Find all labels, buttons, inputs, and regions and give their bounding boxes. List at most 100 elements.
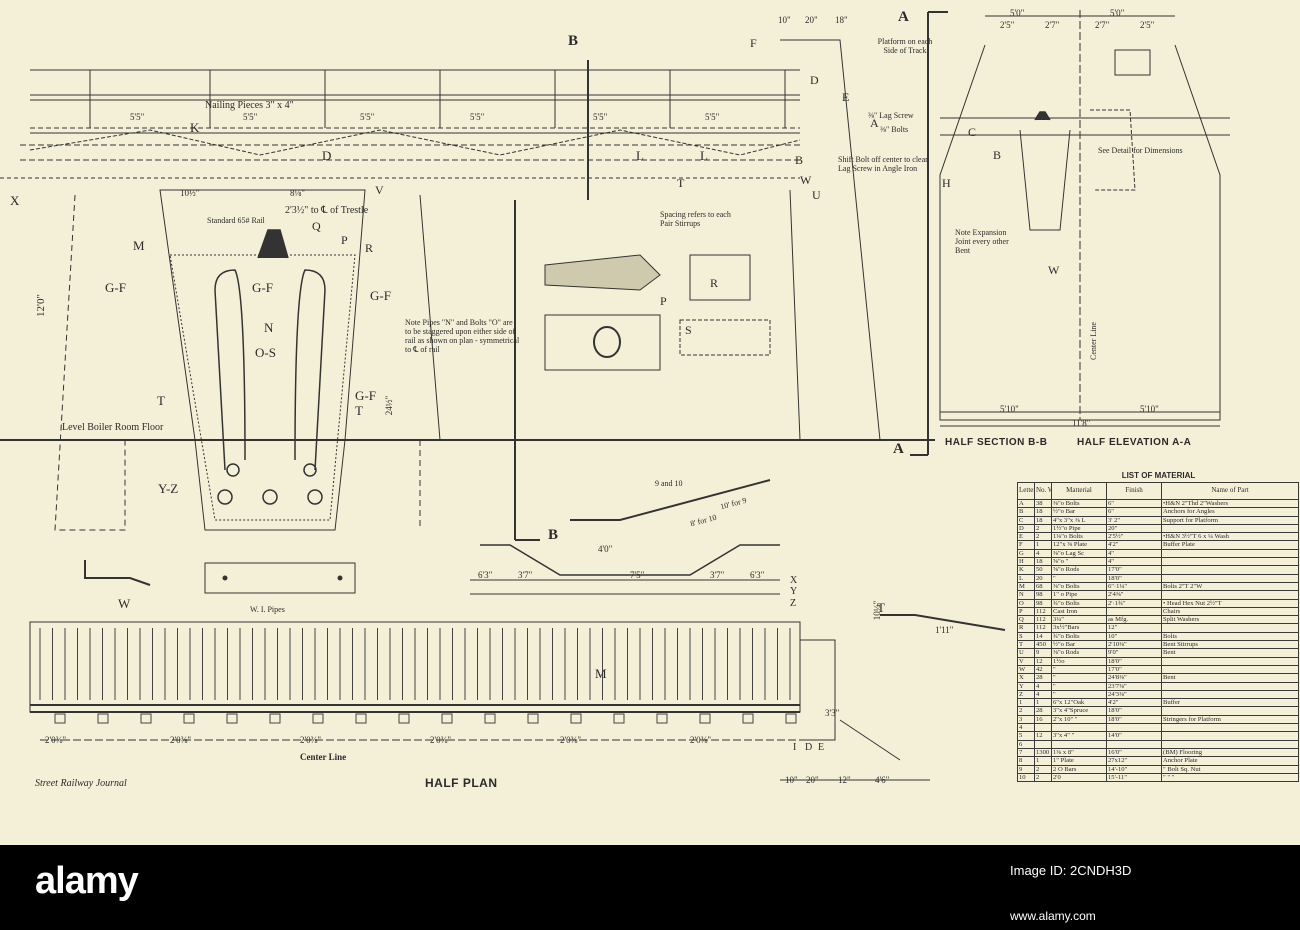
material-cell <box>1106 606 1162 617</box>
material-header-cell: No. Wanted <box>1034 482 1052 500</box>
material-cell <box>1106 722 1162 733</box>
dim-8-eighth: 8⅛" <box>290 188 305 198</box>
bracing <box>29 129 801 156</box>
material-cell: 8 <box>1017 756 1035 766</box>
material-cell: 18'0" <box>1106 714 1162 725</box>
material-cell: 6" <box>1106 498 1162 509</box>
material-cell: 1⅛"o Bolts <box>1051 532 1107 542</box>
material-cell: ⅜"o Bolts <box>1051 581 1107 592</box>
material-row: 4 <box>1017 722 1299 733</box>
material-cell: 6 <box>1017 739 1035 749</box>
drawing-sheet: B A B A Nailing Pieces 3" x 4" 5'5" 5'5"… <box>0 8 1299 790</box>
material-cell: " Bolt Sq. Nut <box>1161 764 1299 774</box>
material-cell: 4 <box>1034 548 1052 559</box>
material-cell: •H&N 2"Thd 2"Washers <box>1161 498 1299 509</box>
letter-p: P <box>660 294 667 308</box>
material-cell: C <box>1017 515 1035 525</box>
rebar-w <box>226 463 240 477</box>
nine-ten-label: 9 and 10 <box>655 479 683 488</box>
letter-kl: G-F <box>105 280 126 295</box>
dim-4-0: 4'0" <box>598 544 613 554</box>
shift-bolt-note: Shift Bolt off center to clear Lag Screw… <box>838 155 928 173</box>
letter-a: A <box>870 116 879 130</box>
material-cell: 4"x 3"x ⅜ L <box>1051 515 1107 525</box>
rebar-v <box>217 489 233 505</box>
plan-center-line-label: Center Line <box>300 752 347 762</box>
rebar-v <box>262 489 278 505</box>
material-cell: G <box>1017 548 1035 559</box>
letter-c: C <box>968 125 977 139</box>
letter-q: Q <box>312 219 321 233</box>
material-cell: Y <box>1017 681 1035 691</box>
material-cell: 20 <box>1034 573 1052 583</box>
dim-24-half: 24½" <box>384 395 395 416</box>
material-cell <box>1161 565 1299 575</box>
material-cell: R <box>1017 623 1035 633</box>
letter-d: D <box>805 742 813 753</box>
letter-kl: G-F <box>355 388 376 403</box>
material-cell: " <box>1051 681 1107 691</box>
platform-diag <box>839 719 901 761</box>
material-cell <box>1161 739 1299 749</box>
chair-plate <box>699 713 711 724</box>
dim-3-7: 3'7" <box>710 570 725 580</box>
material-cell: 24'3⅜" <box>1106 689 1162 700</box>
letter-m: M <box>133 238 145 253</box>
letter-d: D <box>810 73 819 87</box>
letter-e: E <box>818 742 825 753</box>
material-cell: 1½"o Pipe <box>1051 523 1107 534</box>
material-cell: 6" <box>1106 507 1162 517</box>
material-cell: 42 <box>1034 664 1052 675</box>
dim-20-top: 20" <box>805 15 818 25</box>
chair-plates <box>54 713 797 724</box>
material-cell: 7 <box>1017 747 1035 758</box>
material-cell: E <box>1017 532 1035 542</box>
material-cell: X <box>1017 673 1035 683</box>
dim-10-half: 10½" <box>180 188 200 198</box>
material-cell: Anchor Plate <box>1161 756 1299 766</box>
material-cell: 14'-10" <box>1106 764 1162 774</box>
half-elevation-title: HALF ELEVATION A-A <box>1077 437 1192 448</box>
dim-5-0: 5'0" <box>1110 8 1125 18</box>
material-header-cell: Name of Part <box>1161 482 1299 500</box>
material-cell: 1300 <box>1034 747 1052 758</box>
spacing-note: Spacing refers to each Pair Stirrups <box>660 210 731 228</box>
material-cell: 14 <box>1034 631 1052 642</box>
dim-5-10: 5'10" <box>1140 404 1159 414</box>
material-cell: 15'-11" <box>1106 772 1162 783</box>
material-cell <box>1161 548 1299 559</box>
letter-d: D <box>322 148 332 163</box>
material-cell: 18'0" <box>1106 656 1162 666</box>
dim-5-0: 5'0" <box>1010 8 1025 18</box>
dim-5-5: 5'5" <box>705 112 720 122</box>
dim-2-0-3-8: 2'0⅜" <box>430 735 452 745</box>
buffer-plan <box>800 639 836 741</box>
material-cell: 3"x 4"Spruce <box>1051 706 1107 716</box>
material-cell: 20" <box>1106 523 1162 534</box>
material-cell: T <box>1017 640 1035 650</box>
stirrup-t <box>880 614 1006 631</box>
material-cell: 38 <box>1034 498 1052 509</box>
material-cell: 1" o Pipe <box>1051 590 1107 600</box>
material-cell: 3¼" <box>1051 615 1107 625</box>
chair-plate <box>742 713 754 724</box>
material-cell: 3 <box>1017 714 1035 725</box>
material-cell: 2 O Bars <box>1051 764 1107 774</box>
material-cell: 10 <box>1017 772 1035 783</box>
material-cell: 14'0" <box>1106 731 1162 741</box>
bent-e <box>780 39 881 441</box>
material-cell <box>1161 656 1299 666</box>
half-plan-title: HALF PLAN <box>425 776 498 790</box>
material-cell: U <box>1017 648 1035 658</box>
material-cell: 4" <box>1106 557 1162 567</box>
journal-credit: Street Railway Journal <box>35 778 127 789</box>
